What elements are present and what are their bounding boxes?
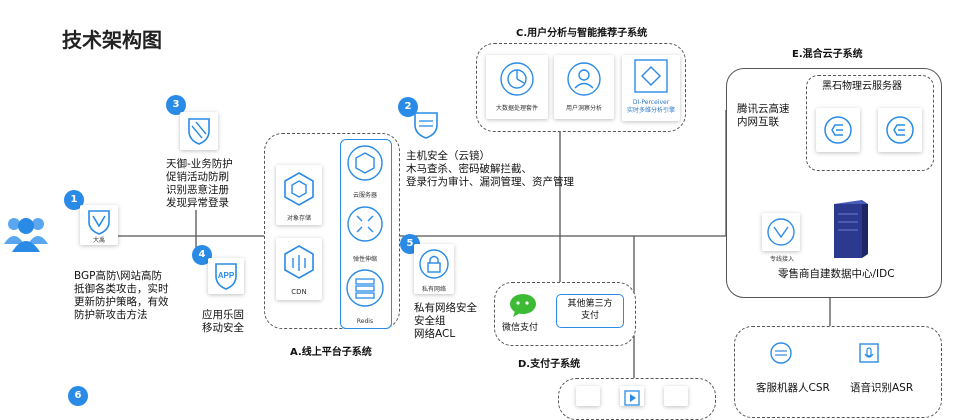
redis-label: Redis xyxy=(356,318,374,325)
perceiver-label: DI-Perceiver 实时多维分析引擎 xyxy=(626,99,675,114)
users-group-icon xyxy=(4,218,48,252)
bigdata-tile: 大数据处理套件 xyxy=(486,55,548,119)
blackstone-server-2 xyxy=(878,108,922,152)
server-column xyxy=(340,139,392,329)
csr-label: 客服机器人CSR xyxy=(756,382,830,394)
page-title: 技术架构图 xyxy=(62,28,162,52)
asr-label: 语音识别ASR xyxy=(850,382,914,394)
wechat-icon xyxy=(510,294,536,317)
dedicated-line-icon xyxy=(767,218,795,246)
subsystem-c-label: C.用户分析与智能推荐子系统 xyxy=(516,28,648,39)
bare-metal-icon xyxy=(886,116,914,144)
tencent-intranet-label: 腾讯云高速 内网互联 xyxy=(737,103,790,128)
bigdata-label: 大数据处理套件 xyxy=(495,105,538,112)
host-shield-icon xyxy=(414,112,438,139)
cube-icon xyxy=(284,172,314,206)
service-robot-icon xyxy=(770,342,792,364)
badge-4: 4 xyxy=(192,245,212,265)
cdn-label: CDN xyxy=(291,288,307,296)
cloud-server-label: 云服务器 xyxy=(352,192,377,199)
redis-icon xyxy=(346,269,384,307)
node3-description: 天御-业务防护 促销活动防刷 识别恶意注册 发现异常登录 xyxy=(166,158,233,209)
badge-1: 1 xyxy=(64,190,84,210)
subsystem-a-label: A.线上平台子系统 xyxy=(290,347,372,358)
tianyu-tile xyxy=(180,112,218,150)
node4-description: 应用乐固 移动安全 xyxy=(202,309,244,334)
cdn-tile: CDN xyxy=(276,238,322,300)
subsystem-e-label: E.混合云子系统 xyxy=(792,49,863,60)
speech-mic-icon xyxy=(859,343,879,363)
lock-icon xyxy=(419,249,449,279)
vpc-tile: 私有网络 xyxy=(414,244,454,294)
dayu-label: 大禹 xyxy=(92,237,105,244)
bare-metal-icon xyxy=(824,116,852,144)
chart-circle-icon xyxy=(500,62,534,96)
object-storage-tile: 对象存储 xyxy=(276,165,322,225)
badge-6: 6 xyxy=(68,386,88,406)
insight-tile: 用户洞察分析 xyxy=(554,55,614,119)
user-insight-icon xyxy=(567,62,601,96)
third-party-pay-box: 其他第三方 支付 xyxy=(556,294,624,328)
cloud-server-icon xyxy=(347,145,383,181)
blackstone-server-1 xyxy=(816,108,860,152)
insight-label: 用户洞察分析 xyxy=(565,105,602,112)
vpc-label: 私有网络 xyxy=(421,286,446,293)
node2-description: 主机安全（云镜） 木马查杀、密码破解拦截、 登录行为审计、漏洞管理、资产管理 xyxy=(406,150,574,188)
line-access-label: 专线接入 xyxy=(769,256,794,263)
svg-text:APP: APP xyxy=(218,271,235,280)
shield-v-icon xyxy=(88,210,110,235)
idc-label: 零售商自建数据中心/IDC xyxy=(778,268,895,280)
legu-tile: APP xyxy=(208,258,244,294)
bottom-tile-2 xyxy=(620,386,644,406)
bottom-tile-1 xyxy=(576,386,600,406)
autoscaling-icon xyxy=(347,206,383,242)
diamond-analysis-icon xyxy=(634,59,668,93)
line-access-tile xyxy=(762,213,800,251)
perceiver-tile: DI-Perceiver 实时多维分析引擎 xyxy=(622,55,680,121)
cdn-icon xyxy=(284,245,314,279)
node5-description: 私有网络安全 安全组 网络ACL xyxy=(414,302,477,340)
bottom-tile-3 xyxy=(664,386,688,406)
badge-2: 2 xyxy=(398,97,418,117)
dayu-tile: 大禹 xyxy=(80,205,118,245)
app-shield-icon: APP xyxy=(215,263,237,290)
object-storage-label: 对象存储 xyxy=(286,215,311,222)
bottom-right-box xyxy=(734,326,942,418)
autoscaling-label: 弹性伸缩 xyxy=(352,256,377,263)
subsystem-d-label: D.支付子系统 xyxy=(518,359,581,370)
badge-3: 3 xyxy=(166,95,186,115)
play-icon xyxy=(624,390,640,406)
server-tower-icon xyxy=(834,200,868,258)
wechat-pay-label: 微信支付 xyxy=(502,323,539,333)
striped-shield-icon xyxy=(188,118,210,145)
blackstone-label: 黑石物理云服务器 xyxy=(822,81,902,92)
node1-description: BGP高防\网站高防 抵御各类攻击，实时 更新防护策略，有效 防护新攻击方法 xyxy=(74,270,169,321)
